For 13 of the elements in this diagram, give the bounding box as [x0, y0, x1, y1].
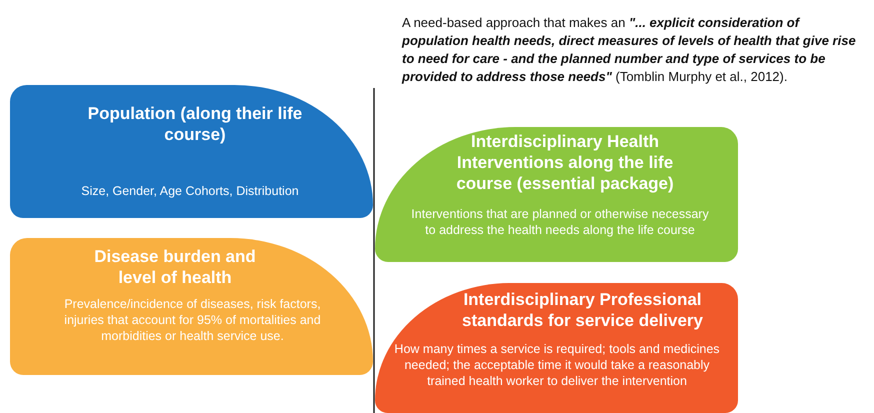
heading: Population (along their life course): [86, 103, 304, 145]
rounded-leaf-box: [375, 127, 738, 262]
rounded-leaf-box: [375, 283, 738, 413]
heading: Interdisciplinary Health Interventions along the life course (essential package): [455, 131, 675, 194]
rounded-leaf-box: [10, 85, 373, 218]
description: Interventions that are planned or otherwise necessary to address the health needs along the life course: [410, 206, 710, 238]
heading: Interdisciplinary Professional standards for service delivery: [461, 289, 704, 331]
quote-note: A need-based approach that makes an "... explicit consideration of population health needs, direct measures of levels of health that give rise to need for care - and the planned number and type of services to be provided to address those needs" (Tomblin Murphy et al., 2012).: [402, 14, 857, 86]
heading: Disease burden and level of health: [93, 246, 257, 288]
description: Prevalence/incidence of diseases, risk factors, injuries that account for 95% of mortalities and morbidities or health service use.: [63, 296, 322, 344]
description: How many times a service is required; tools and medicines needed; the acceptable time it would take a reasonably trained health worker to deliver the intervention: [393, 341, 721, 389]
rounded-leaf-box: [10, 238, 373, 375]
description: Size, Gender, Age Cohorts, Distribution: [80, 183, 300, 199]
